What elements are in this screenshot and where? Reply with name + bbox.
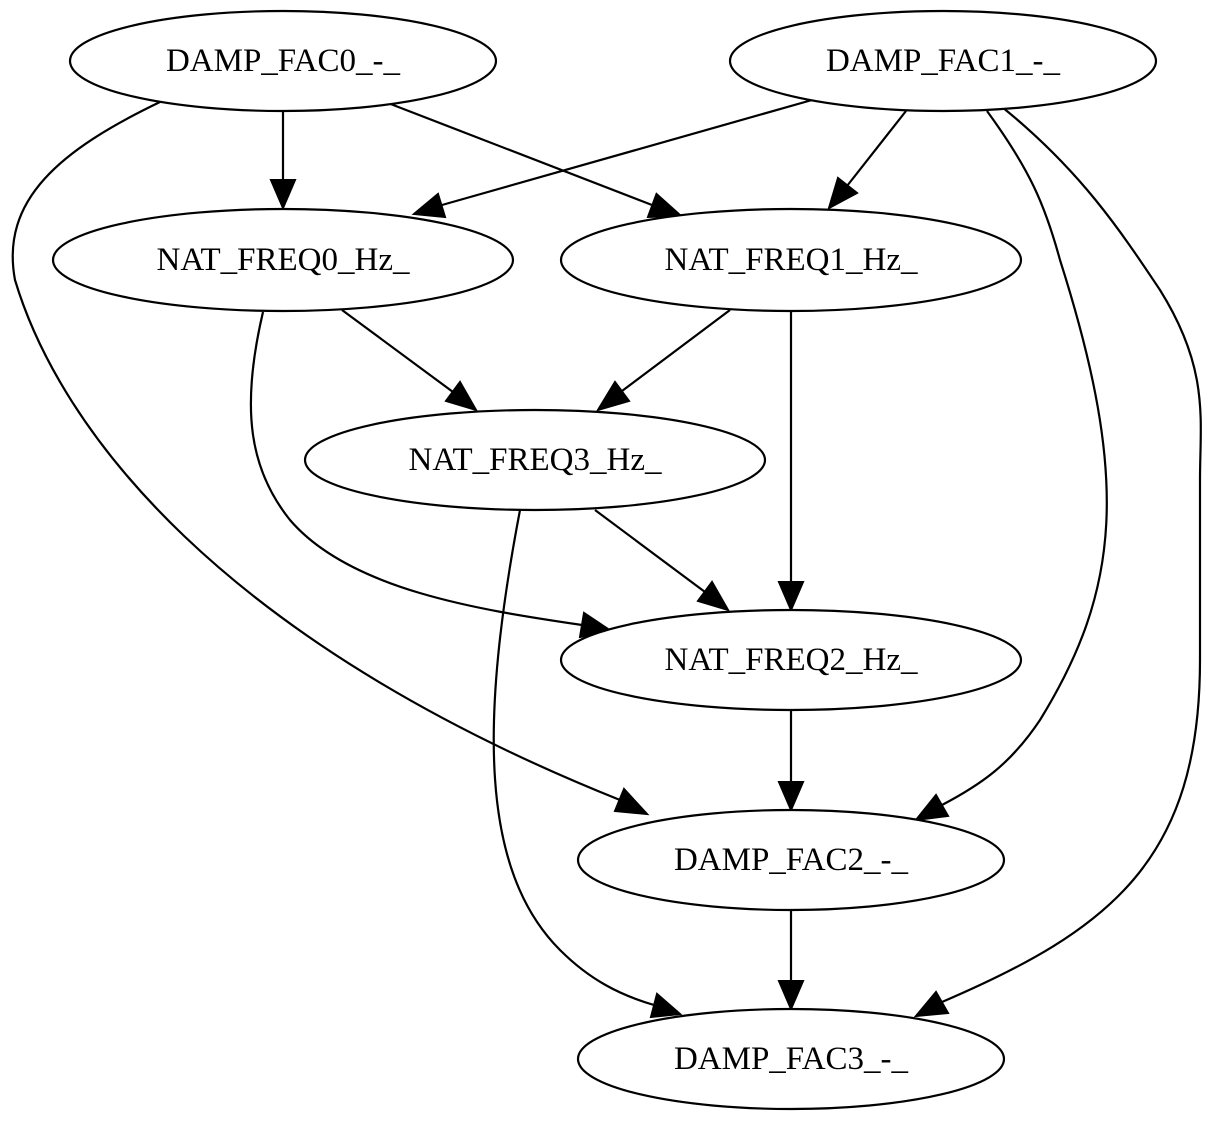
edge-damp-fac0-to-nat-freq1 <box>387 101 684 219</box>
edge-damp-fac1-to-nat-freq1 <box>827 110 907 211</box>
node-damp-fac3: DAMP_FAC3_-_ <box>576 1007 1006 1111</box>
node-nat-freq0: NAT_FREQ0_Hz_ <box>51 207 515 313</box>
edge-damp-fac1-to-damp-fac2 <box>913 110 1108 822</box>
edge-damp-fac0-to-nat-freq0 <box>269 111 297 211</box>
edge-damp-fac1-to-damp-fac3 <box>913 106 1202 1018</box>
node-nat-freq2: NAT_FREQ2_Hz_ <box>559 608 1023 712</box>
edge-nat-freq1-to-nat-freq2 <box>777 312 805 613</box>
edge-damp-fac2-to-damp-fac3 <box>777 910 805 1012</box>
edge-nat-freq3-to-nat-freq2 <box>594 509 731 612</box>
node-damp-fac2: DAMP_FAC2_-_ <box>576 808 1006 912</box>
node-damp-fac1: DAMP_FAC1_-_ <box>728 9 1158 113</box>
node-damp-fac0: DAMP_FAC0_-_ <box>68 9 498 113</box>
node-label: DAMP_FAC1_-_ <box>826 43 1061 79</box>
node-label: NAT_FREQ0_Hz_ <box>157 242 410 278</box>
edge-nat-freq0-to-nat-freq3 <box>341 309 479 412</box>
node-label: DAMP_FAC0_-_ <box>166 43 401 79</box>
node-label: NAT_FREQ1_Hz_ <box>665 242 918 278</box>
node-label: NAT_FREQ2_Hz_ <box>665 642 918 678</box>
node-nat-freq1: NAT_FREQ1_Hz_ <box>559 207 1023 313</box>
edge-damp-fac0-to-damp-fac2 <box>11 101 650 816</box>
node-nat-freq3: NAT_FREQ3_Hz_ <box>303 408 767 512</box>
edge-nat-freq1-to-nat-freq3 <box>595 309 731 412</box>
node-label: DAMP_FAC2_-_ <box>674 842 909 878</box>
node-label: NAT_FREQ3_Hz_ <box>409 442 662 478</box>
node-label: DAMP_FAC3_-_ <box>674 1041 909 1077</box>
edge-damp-fac1-to-nat-freq0 <box>411 98 813 219</box>
edge-nat-freq3-to-damp-fac3 <box>492 509 683 1019</box>
edge-nat-freq2-to-damp-fac2 <box>777 711 805 813</box>
